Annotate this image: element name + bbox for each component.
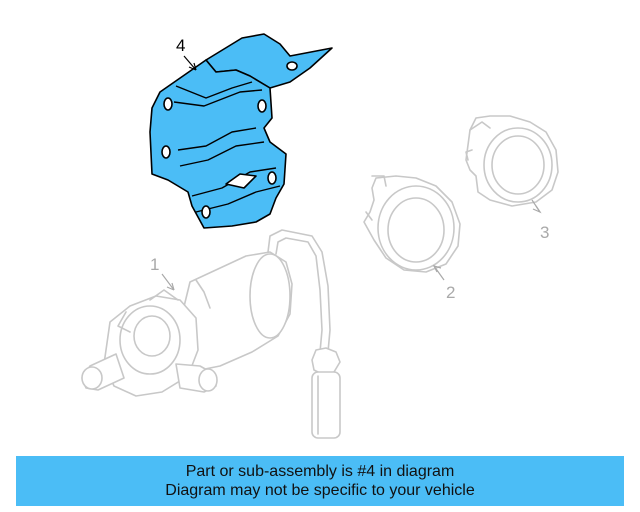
- part-number-note: Part or sub-assembly is #4 in diagram: [185, 463, 455, 480]
- parts-diagram: 3 2 1: [81, 33, 559, 439]
- part-4-bracket[interactable]: [149, 33, 333, 229]
- part-3-clamp[interactable]: [465, 115, 559, 207]
- vehicle-disclaimer: Diagram may not be specific to your vehi…: [165, 482, 475, 499]
- diagram-note-banner: Part or sub-assembly is #4 in diagram Di…: [16, 456, 624, 506]
- part-1-pump[interactable]: [81, 229, 341, 439]
- callout-1-label: 1: [150, 255, 159, 274]
- callout-2: 2: [432, 265, 455, 302]
- callout-3-label: 3: [540, 223, 549, 242]
- callout-2-label: 2: [446, 283, 455, 302]
- callout-4: 4: [176, 36, 197, 71]
- callout-3: 3: [531, 199, 549, 242]
- callout-4-label: 4: [176, 36, 185, 55]
- callout-1: 1: [150, 255, 175, 291]
- part-2-clamp[interactable]: [363, 175, 461, 273]
